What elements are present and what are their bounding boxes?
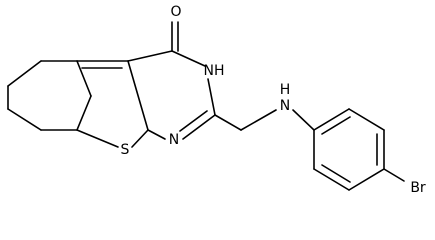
atom-label-amine-h: H [280, 82, 291, 98]
bond-ch2-2 [240, 109, 277, 131]
atom-label-bromine: Br [410, 180, 426, 196]
bond-pm-nh-c2 [207, 78, 216, 116]
bond-ph-5 [313, 168, 350, 191]
atom-label-thiophene-s: S [121, 142, 130, 158]
molecule-structure: O NH N S H N Br [7, 4, 426, 196]
bond-ph-br [383, 168, 405, 182]
bond-cy-2 [7, 60, 42, 87]
bond-pm-c2-n [182, 114, 216, 140]
atom-labels: O NH N S H N Br [121, 4, 426, 196]
atom-label-ring-nh: NH [204, 63, 225, 79]
bond-ph-4 [348, 168, 385, 191]
bond-ph-2 [348, 108, 385, 131]
bond-pm-c2-n-inner [179, 110, 208, 132]
bond-th-c3a-c7a [76, 60, 92, 97]
bond-ch2-1 [214, 114, 242, 131]
bond-th-c4-s [76, 129, 119, 148]
bond-pm-c4-nh [171, 50, 206, 67]
bond-th-c7a-c4 [76, 95, 92, 131]
bond-pm-c3-c4 [127, 50, 173, 62]
structure-drawing: O NH N S H N Br [7, 4, 426, 196]
bond-ph-1 [313, 108, 350, 131]
bond-cy-4 [7, 108, 42, 131]
atom-label-amine-n: N [280, 98, 290, 114]
bond-ph-d3 [321, 164, 351, 183]
atom-label-ring-n: N [169, 132, 179, 148]
bond-nh-ph [292, 109, 315, 131]
bond-th-s-c7a [131, 129, 149, 148]
bond-ph-d1 [321, 116, 351, 135]
bond-th-c3-c7a [127, 60, 149, 131]
bond-pm-n-c7a [147, 129, 166, 140]
atom-label-carbonyl-oxygen: O [170, 4, 181, 20]
bonds [7, 21, 405, 191]
